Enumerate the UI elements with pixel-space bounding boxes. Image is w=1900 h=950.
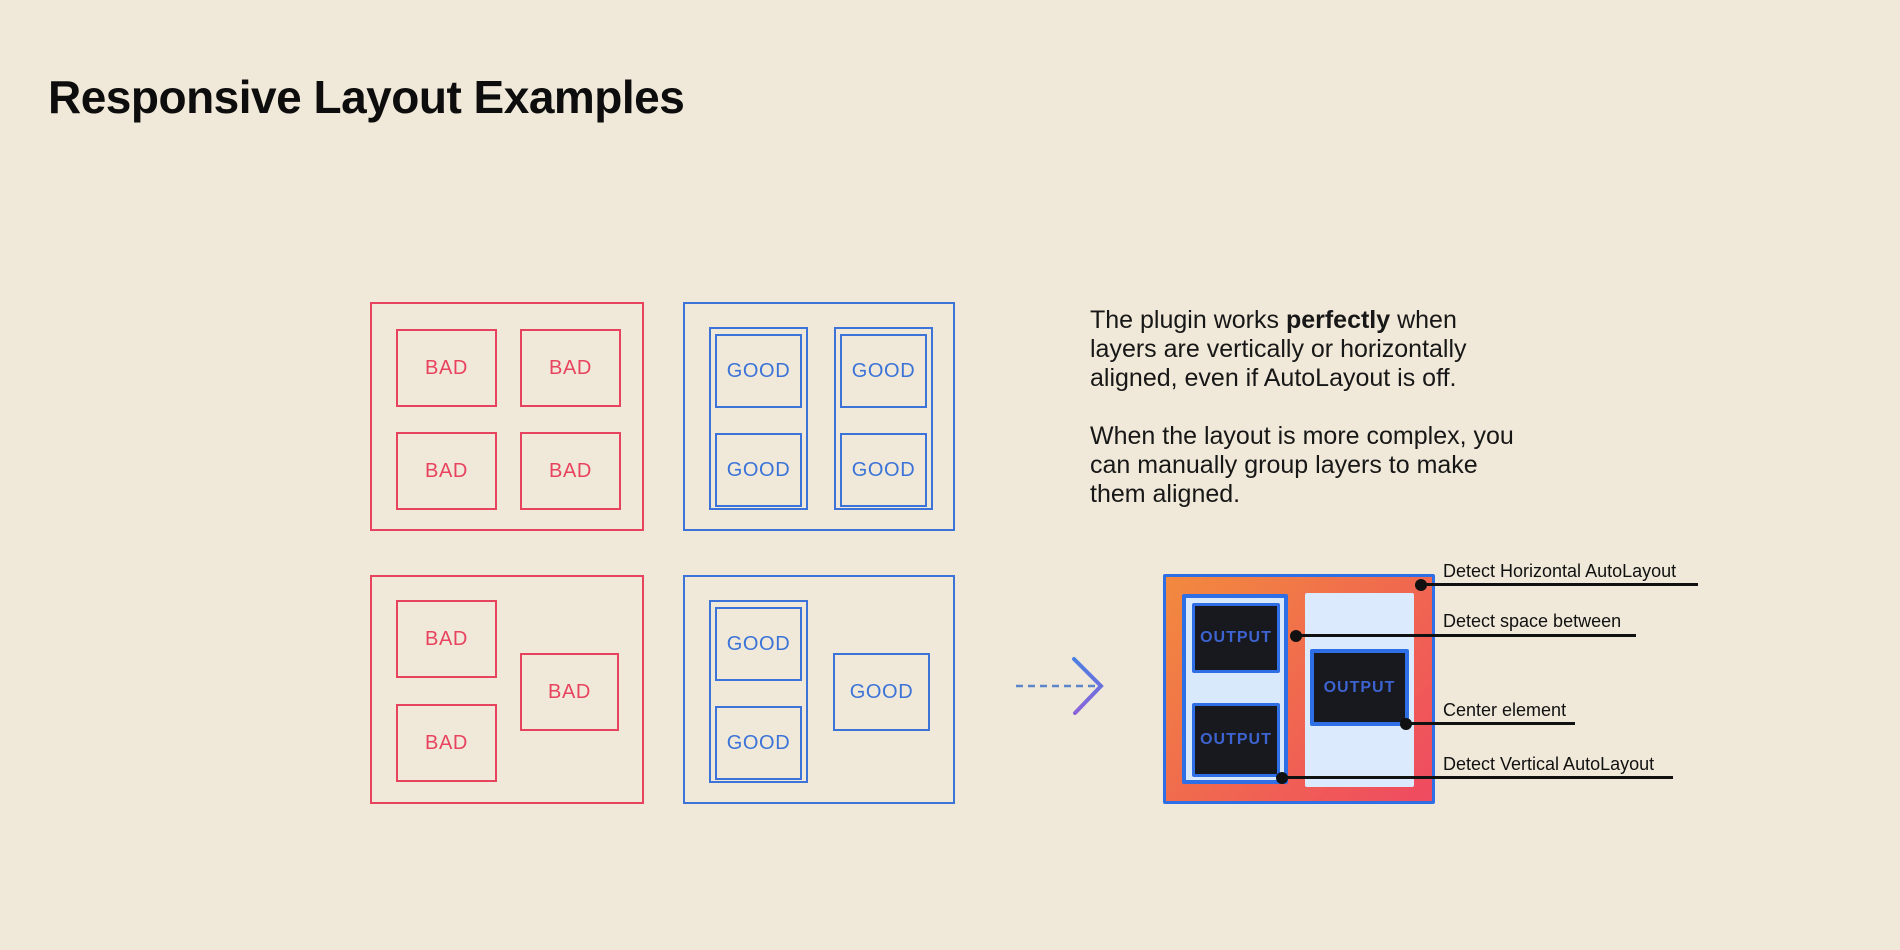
good-box: GOOD xyxy=(715,706,802,780)
good-group-aligned: GOOD GOOD GOOD GOOD xyxy=(683,302,955,531)
annotation-label: Detect Horizontal AutoLayout xyxy=(1443,561,1677,581)
bad-group-complex: BAD BAD BAD xyxy=(370,575,644,804)
good-group-wrapper: GOOD GOOD xyxy=(709,327,808,510)
description-paragraph-2: When the layout is more complex, you can… xyxy=(1090,422,1514,508)
annotation-dot xyxy=(1415,579,1427,591)
description-text: The plugin works perfectly when layers a… xyxy=(1090,306,1560,538)
output-frame: OUTPUT OUTPUT OUTPUT xyxy=(1163,574,1435,804)
good-group-complex: GOOD GOOD GOOD xyxy=(683,575,955,804)
bad-group-aligned: BAD BAD BAD BAD xyxy=(370,302,644,531)
good-box: GOOD xyxy=(840,433,927,507)
annotation-label: Center element xyxy=(1443,700,1567,720)
output-vertical-group: OUTPUT OUTPUT xyxy=(1182,594,1288,784)
output-box: OUTPUT xyxy=(1192,703,1280,777)
annotation-line xyxy=(1421,583,1698,586)
annotation-label: Detect space between xyxy=(1443,611,1622,631)
bad-box: BAD xyxy=(396,704,497,782)
output-center-box: OUTPUT xyxy=(1310,649,1409,726)
good-box: GOOD xyxy=(715,607,802,681)
good-group-wrapper: GOOD GOOD xyxy=(709,600,808,783)
annotation-label: Detect Vertical AutoLayout xyxy=(1443,754,1655,774)
description-paragraph-1: The plugin works perfectly when layers a… xyxy=(1090,306,1467,392)
arrow-right-icon xyxy=(1016,657,1104,715)
bad-box: BAD xyxy=(396,329,497,407)
good-box: GOOD xyxy=(715,433,802,507)
bad-box: BAD xyxy=(520,432,621,510)
annotation-dot xyxy=(1276,772,1288,784)
bad-box: BAD xyxy=(396,432,497,510)
good-box: GOOD xyxy=(833,653,930,731)
good-box: GOOD xyxy=(715,334,802,408)
good-group-wrapper: GOOD GOOD xyxy=(834,327,933,510)
annotation-line xyxy=(1282,776,1673,779)
good-box: GOOD xyxy=(840,334,927,408)
page-title: Responsive Layout Examples xyxy=(48,70,685,123)
annotation-line xyxy=(1406,722,1575,725)
annotation-dot xyxy=(1290,630,1302,642)
bad-box: BAD xyxy=(396,600,497,678)
bad-box: BAD xyxy=(520,329,621,407)
annotation-line xyxy=(1296,634,1636,637)
bad-box: BAD xyxy=(520,653,619,731)
annotation-dot xyxy=(1400,718,1412,730)
output-box: OUTPUT xyxy=(1192,603,1280,673)
